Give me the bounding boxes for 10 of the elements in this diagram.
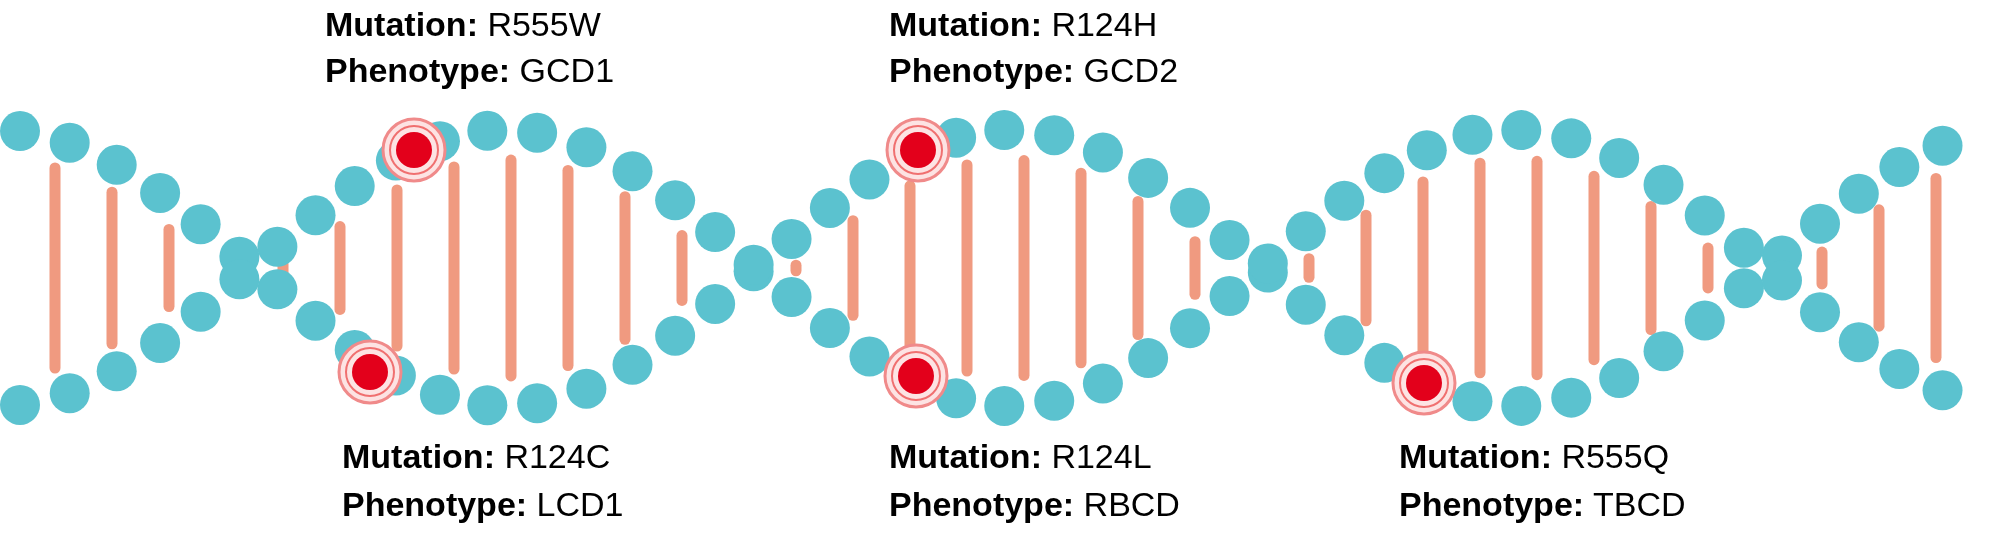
mutation-label: Mutation: R555Q [1399, 436, 1670, 476]
phenotype-label: Phenotype: TBCD [1399, 484, 1686, 524]
phenotype-label: Phenotype: GCD1 [325, 50, 615, 90]
phenotype-label: Phenotype: LCD1 [342, 484, 624, 524]
mutation-label: Mutation: R124L [889, 436, 1152, 476]
mutation-label: Mutation: R555W [325, 4, 601, 44]
phenotype-label: Phenotype: RBCD [889, 484, 1180, 524]
mutation-label: Mutation: R124H [889, 4, 1158, 44]
mutation-label: Mutation: R124C [342, 436, 611, 476]
phenotype-label: Phenotype: GCD2 [889, 50, 1179, 90]
